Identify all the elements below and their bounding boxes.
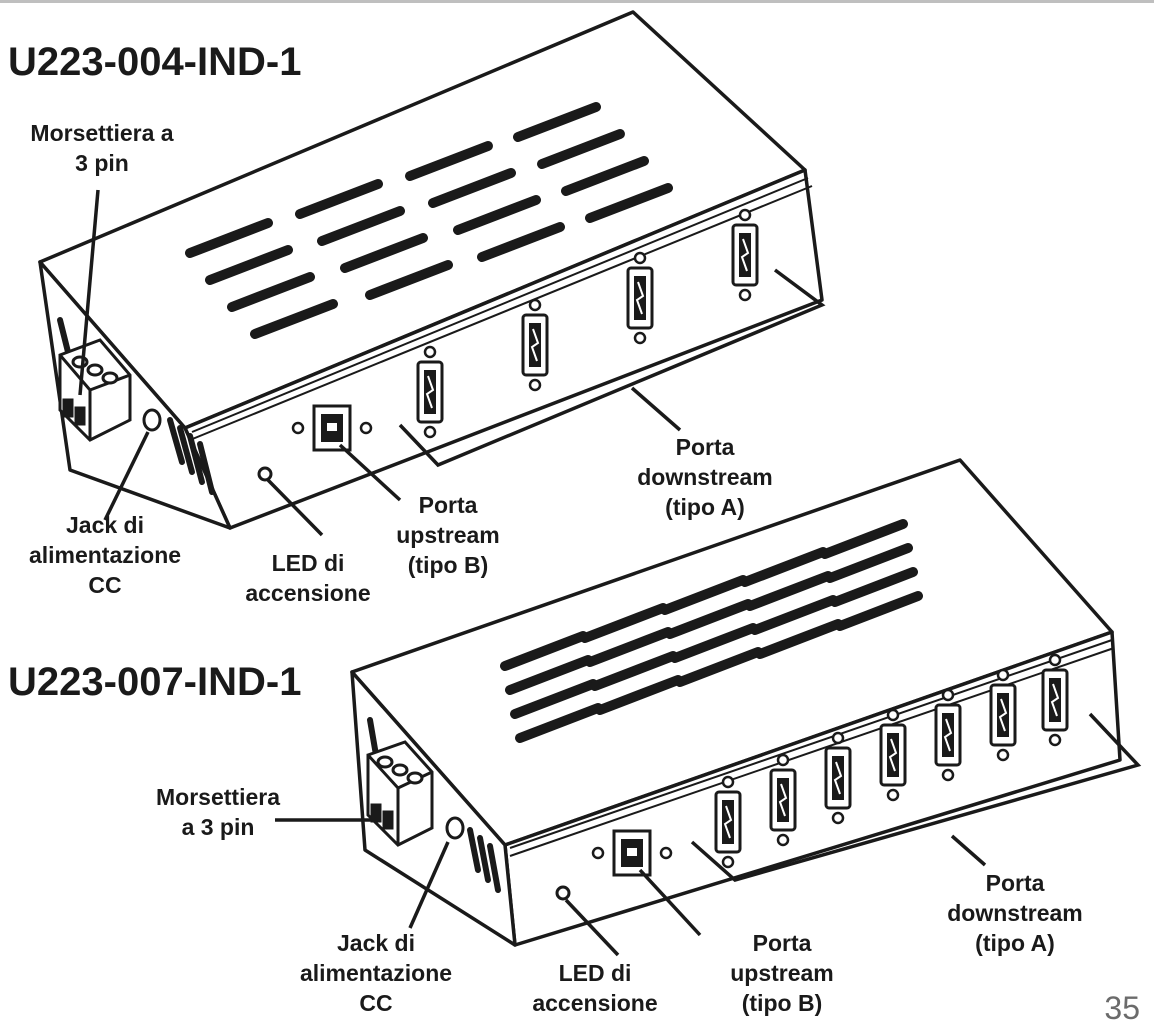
- top-rule: [0, 0, 1154, 3]
- dc-jack-top: [142, 408, 162, 432]
- label-downstream-ports-bottom: Porta downstream (tipo A): [947, 870, 1083, 956]
- label-dc-jack-bottom: Jack di alimentazione CC: [299, 930, 453, 1016]
- label-upstream-port-top: Porta upstream (tipo B): [396, 492, 500, 578]
- hub-bottom-side-vents: [367, 717, 501, 893]
- terminal-block-bottom: [366, 740, 434, 847]
- label-downstream-ports-top: Porta downstream (tipo A): [637, 434, 773, 520]
- terminal-block-top: [58, 338, 132, 442]
- label-terminal-block-bottom: Morsettiera a 3 pin: [156, 784, 280, 840]
- leaders-bottom: [275, 712, 1142, 957]
- label-power-led-top: LED di accensione: [245, 550, 371, 606]
- power-led-bottom: [555, 885, 571, 901]
- dc-jack-bottom: [445, 816, 465, 840]
- label-power-led-bottom: LED di accensione: [532, 960, 658, 1016]
- label-dc-jack-top: Jack di alimentazione CC: [28, 512, 182, 598]
- leaders-top: [78, 189, 826, 537]
- power-led-top: [257, 466, 273, 482]
- model-title-bottom: U223-007-IND-1: [8, 660, 302, 704]
- page-number: 35: [1104, 990, 1140, 1026]
- label-upstream-port-bottom: Porta upstream (tipo B): [730, 930, 834, 1016]
- label-terminal-block-top: Morsettiera a 3 pin: [30, 120, 174, 176]
- hub-bottom-rim: [509, 639, 1115, 857]
- hub-top-rim: [189, 177, 813, 441]
- model-title-top: U223-004-IND-1: [8, 40, 302, 84]
